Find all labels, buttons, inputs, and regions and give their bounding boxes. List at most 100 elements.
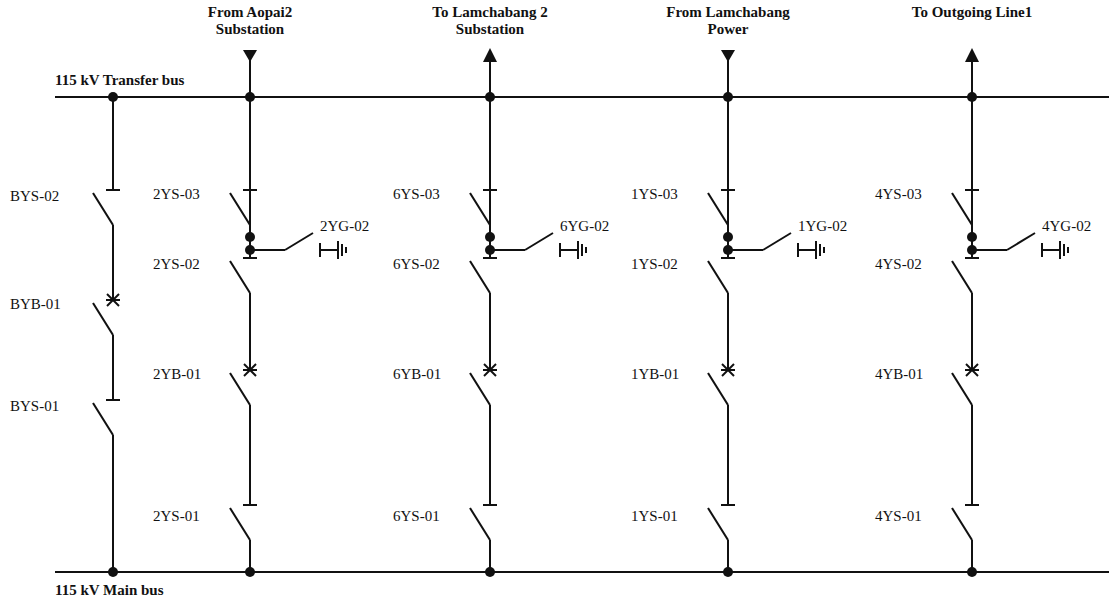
switch-blade xyxy=(470,508,490,540)
breaker-cross xyxy=(244,364,256,376)
breaker-cross xyxy=(244,364,256,376)
ground-symbol xyxy=(815,241,817,259)
switch-label: 4YS-01 xyxy=(875,508,922,525)
breaker-cross xyxy=(107,294,119,306)
feeder-arrow xyxy=(243,50,257,62)
switch-blade xyxy=(470,193,490,225)
switch-label: 1YS-02 xyxy=(631,256,678,273)
bus-label: 115 kV Main bus xyxy=(55,582,164,599)
switch-contact xyxy=(243,504,257,506)
feeder-label: From Lamchabang Power xyxy=(658,4,798,39)
feeder-arrow xyxy=(483,48,497,62)
wire xyxy=(798,249,816,251)
switch-blade xyxy=(952,193,972,225)
ground-symbol xyxy=(337,241,339,259)
wire xyxy=(727,540,729,572)
wire xyxy=(1042,249,1060,251)
feeder-label: From Aopai2 Substation xyxy=(190,4,310,39)
feeder-arrow xyxy=(721,50,735,62)
earth-switch-label: 4YG-02 xyxy=(1042,218,1091,235)
ground-symbol xyxy=(1063,244,1065,256)
switch-blade xyxy=(952,261,972,293)
wire xyxy=(489,540,491,572)
ground-symbol xyxy=(1059,241,1061,259)
switch-contact xyxy=(243,257,257,259)
wire xyxy=(112,335,114,400)
feeder-label: To Outgoing Line1 xyxy=(887,4,1057,21)
wire xyxy=(249,293,251,370)
ground-symbol xyxy=(345,247,347,253)
wire xyxy=(489,293,491,370)
switch-blade xyxy=(230,193,250,225)
feeder-arrow xyxy=(965,48,979,62)
switch-blade xyxy=(93,403,113,435)
breaker-label: 6YB-01 xyxy=(393,366,441,383)
breaker-label: 2YB-01 xyxy=(153,366,201,383)
feeder-line xyxy=(727,50,729,237)
breaker-cross xyxy=(966,364,978,376)
breaker-cross xyxy=(484,364,496,376)
breaker-blade xyxy=(93,303,113,335)
switch-label: 2YS-01 xyxy=(153,508,200,525)
breaker-label: 4YB-01 xyxy=(875,366,923,383)
breaker-label: BYB-01 xyxy=(10,296,61,313)
earth-switch-label: 6YG-02 xyxy=(560,218,609,235)
breaker-label: 1YB-01 xyxy=(631,366,679,383)
ground-symbol xyxy=(823,247,825,253)
switch-label: 1YS-01 xyxy=(631,508,678,525)
wire xyxy=(250,249,285,251)
switch-blade xyxy=(470,261,490,293)
ground-symbol xyxy=(577,241,579,259)
switch-label: 2YS-02 xyxy=(153,256,200,273)
wire xyxy=(560,249,578,251)
switch-label: 4YS-03 xyxy=(875,186,922,203)
switch-contact xyxy=(721,257,735,259)
earth-switch-label: 1YG-02 xyxy=(798,218,847,235)
switch-contact xyxy=(483,504,497,506)
earth-switch-blade xyxy=(1007,233,1035,250)
breaker-cross xyxy=(722,364,734,376)
switch-contact xyxy=(106,399,120,401)
ground-symbol xyxy=(1067,247,1069,253)
switch-contact xyxy=(106,189,120,191)
earth-switch-blade xyxy=(525,233,553,250)
switch-blade xyxy=(708,508,728,540)
breaker-blade xyxy=(230,373,250,405)
wire xyxy=(971,540,973,572)
switch-contact xyxy=(721,504,735,506)
feeder-line xyxy=(971,50,973,237)
wire xyxy=(489,405,491,505)
switch-label: 2YS-03 xyxy=(153,186,200,203)
wire xyxy=(490,249,525,251)
ground-symbol xyxy=(341,244,343,256)
switch-label: BYS-01 xyxy=(10,398,59,415)
wire xyxy=(972,249,1007,251)
ground-symbol xyxy=(581,244,583,256)
switch-contact xyxy=(965,504,979,506)
breaker-blade xyxy=(952,373,972,405)
breaker-blade xyxy=(470,373,490,405)
switch-blade xyxy=(708,193,728,225)
switch-contact xyxy=(483,257,497,259)
wire xyxy=(971,293,973,370)
wire xyxy=(112,97,114,190)
wire xyxy=(971,405,973,505)
switch-blade xyxy=(93,193,113,225)
switch-label: 1YS-03 xyxy=(631,186,678,203)
ground-symbol xyxy=(585,247,587,253)
breaker-cross xyxy=(722,364,734,376)
breaker-cross xyxy=(484,364,496,376)
wire xyxy=(249,540,251,572)
switch-contact xyxy=(965,257,979,259)
wire xyxy=(728,249,763,251)
switch-label: 6YS-02 xyxy=(393,256,440,273)
ground-symbol xyxy=(819,244,821,256)
switch-label: 4YS-02 xyxy=(875,256,922,273)
transfer-bus xyxy=(55,96,1109,98)
wire xyxy=(727,405,729,505)
wire xyxy=(112,435,114,572)
earth-switch-blade xyxy=(763,233,791,250)
breaker-cross xyxy=(966,364,978,376)
wire xyxy=(727,293,729,370)
